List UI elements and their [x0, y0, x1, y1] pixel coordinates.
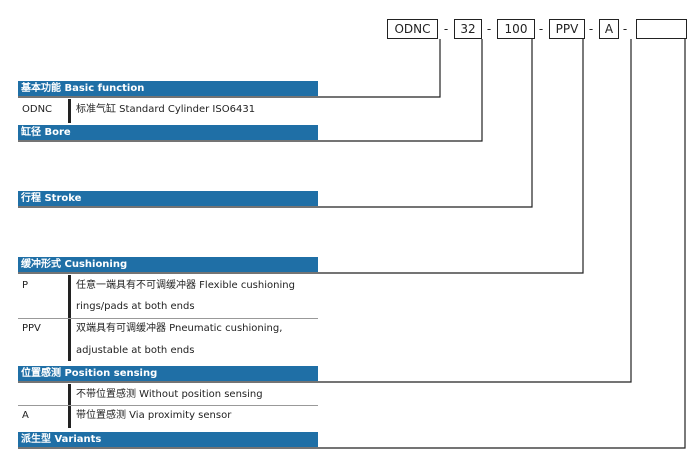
- section-header-basic-function: 基本功能 Basic function: [18, 81, 318, 96]
- connector-cushioning: [318, 39, 584, 274]
- row-divider: [18, 405, 318, 406]
- connector-variants: [318, 39, 686, 449]
- code-box-variants: [636, 19, 687, 39]
- code-box-position-sensing: A: [599, 19, 619, 39]
- code-box-bore: 32: [454, 19, 482, 39]
- option-description: 不带位置感测 Without position sensing: [76, 389, 263, 400]
- connector-bore: [318, 39, 483, 142]
- option-code: ODNC: [22, 104, 53, 115]
- option-description: 带位置感测 Via proximity sensor: [76, 410, 232, 421]
- option-description: 双端具有可调缓冲器 Pneumatic cushioning,: [76, 323, 283, 334]
- code-separator: -: [588, 22, 594, 36]
- code-box-cushioning: PPV: [549, 19, 585, 39]
- code-separator: -: [538, 22, 544, 36]
- connector-stroke: [318, 39, 533, 208]
- code-separator: -: [486, 22, 492, 36]
- option-description: 标准气缸 Standard Cylinder ISO6431: [76, 104, 256, 115]
- code-box-basic-function: ODNC: [387, 19, 438, 39]
- option-description: adjustable at both ends: [76, 345, 195, 356]
- code-separator: -: [443, 22, 449, 36]
- section-header-position-sensing: 位置感测 Position sensing: [18, 366, 318, 381]
- column-divider: [68, 99, 71, 123]
- connector-position-sensing: [318, 39, 632, 383]
- option-code: A: [22, 410, 29, 421]
- section-header-variants: 派生型 Variants: [18, 432, 318, 447]
- connector-basic-function: [318, 39, 441, 98]
- option-code: PPV: [22, 323, 41, 334]
- option-description: 任意一端具有不可调缓冲器 Flexible cushioning: [76, 280, 295, 291]
- column-divider: [68, 384, 71, 428]
- section-header-bore: 缸径 Bore: [18, 125, 318, 140]
- row-divider: [18, 318, 318, 319]
- code-box-stroke: 100: [497, 19, 535, 39]
- option-description: rings/pads at both ends: [76, 301, 195, 312]
- section-header-cushioning: 缓冲形式 Cushioning: [18, 257, 318, 272]
- section-header-stroke: 行程 Stroke: [18, 191, 318, 206]
- code-separator: -: [622, 22, 628, 36]
- option-code: P: [22, 280, 29, 291]
